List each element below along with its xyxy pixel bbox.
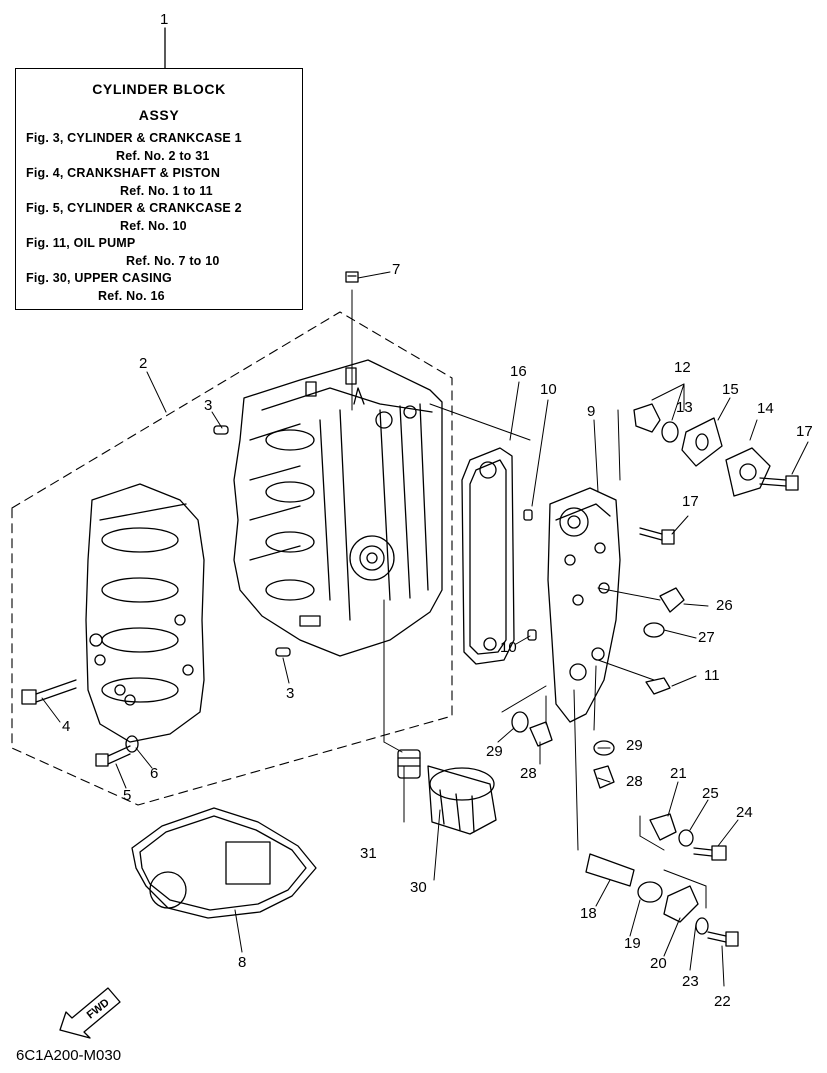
callout-2: 2 xyxy=(139,355,148,372)
callout-29-right: 29 xyxy=(626,737,643,754)
ref-range-fig-5: Ref. No. 10 xyxy=(120,219,187,233)
callout-5: 5 xyxy=(123,787,132,804)
callout-17-upper: 17 xyxy=(796,423,813,440)
callout-23: 23 xyxy=(682,973,699,990)
callout-31: 31 xyxy=(360,845,377,862)
crankcase xyxy=(85,483,205,743)
callout-14: 14 xyxy=(757,400,774,417)
callout-12: 12 xyxy=(674,359,691,376)
callout-6: 6 xyxy=(150,765,159,782)
callout-27: 27 xyxy=(698,629,715,646)
gasket-16 xyxy=(461,447,515,665)
assembly-info-box: CYLINDER BLOCK ASSY Fig. 3, CYLINDER & C… xyxy=(15,68,303,310)
ref-range-fig-11: Ref. No. 7 to 10 xyxy=(126,254,220,268)
callout-7: 7 xyxy=(392,261,401,278)
assembly-boundary xyxy=(11,311,453,806)
callout-29-left: 29 xyxy=(486,743,503,760)
diagram-code: 6C1A200-M030 xyxy=(16,1047,122,1064)
callout-20: 20 xyxy=(650,955,667,972)
callout-21: 21 xyxy=(670,765,687,782)
gasket-8 xyxy=(131,807,317,919)
callout-26: 26 xyxy=(716,597,733,614)
ref-range-fig-3: Ref. No. 2 to 31 xyxy=(116,149,210,163)
ref-fig-11: Fig. 11, OIL PUMP xyxy=(26,236,136,250)
callout-17-lower: 17 xyxy=(682,493,699,510)
callout-28-right: 28 xyxy=(626,773,643,790)
ref-fig-4: Fig. 4, CRANKSHAFT & PISTON xyxy=(26,166,221,180)
info-title: CYLINDER BLOCK xyxy=(92,81,226,97)
callout-3-lower: 3 xyxy=(286,685,295,702)
small-parts xyxy=(21,271,799,947)
ref-fig-3: Fig. 3, CYLINDER & CRANKCASE 1 xyxy=(26,131,242,145)
cylinder-block xyxy=(233,359,443,657)
fwd-arrow-icon xyxy=(59,987,121,1039)
ref-fig-30: Fig. 30, UPPER CASING xyxy=(26,271,172,285)
callout-30: 30 xyxy=(410,879,427,896)
callout-11: 11 xyxy=(704,667,720,684)
callout-10-upper: 10 xyxy=(540,381,557,398)
callout-1: 1 xyxy=(160,11,169,28)
callout-15: 15 xyxy=(722,381,739,398)
ref-range-fig-30: Ref. No. 16 xyxy=(98,289,165,303)
callout-25: 25 xyxy=(702,785,719,802)
ref-fig-5: Fig. 5, CYLINDER & CRANKCASE 2 xyxy=(26,201,242,215)
callout-24: 24 xyxy=(736,804,753,821)
callout-8: 8 xyxy=(238,954,247,971)
callout-22: 22 xyxy=(714,993,731,1010)
callout-9: 9 xyxy=(587,403,596,420)
callout-28-left: 28 xyxy=(520,765,537,782)
callout-13: 13 xyxy=(676,399,693,416)
callout-3-upper: 3 xyxy=(204,397,213,414)
callout-4: 4 xyxy=(62,718,71,735)
callout-16: 16 xyxy=(510,363,527,380)
ref-range-fig-4: Ref. No. 1 to 11 xyxy=(120,184,213,198)
callout-18: 18 xyxy=(580,905,597,922)
oil-pump-plate-9 xyxy=(547,487,621,723)
leader-lines xyxy=(41,271,809,987)
callout-19: 19 xyxy=(624,935,641,952)
info-subtitle: ASSY xyxy=(138,107,180,123)
callout-10-lower: 10 xyxy=(500,639,517,656)
